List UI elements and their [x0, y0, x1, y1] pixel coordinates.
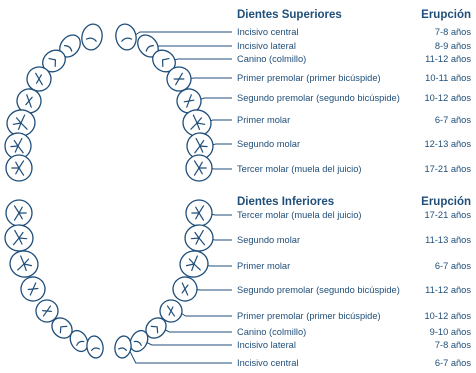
row-label: Canino (colmillo) [237, 325, 306, 339]
row-age: 11-13 años [425, 233, 471, 247]
row-label: Segundo premolar (segundo bicúspide) [237, 91, 400, 105]
row-age: 6-7 años [435, 113, 471, 127]
row-label: Tercer molar (muela del juicio) [237, 208, 362, 222]
lower-row-third-molar: Tercer molar (muela del juicio) 17-21 añ… [237, 208, 471, 222]
row-age: 7-8 años [435, 25, 471, 39]
row-label: Primer premolar (primer bicúspide) [237, 309, 381, 323]
row-age: 10-12 años [424, 309, 471, 323]
row-age: 11-12 años [425, 52, 471, 66]
left-lower-central-incisor-icon [85, 335, 105, 359]
upper-leader-line [186, 78, 232, 79]
right-upper-third-molar-icon [186, 155, 212, 181]
right-lower-second-molar-icon [184, 224, 214, 252]
lower-leader-line [144, 341, 232, 345]
row-age: 11-12 años [425, 283, 471, 297]
row-age: 8-9 años [435, 39, 471, 53]
right-lower-third-molar-icon [186, 200, 212, 226]
lower-row-second-molar: Segundo molar 11-13 años [237, 233, 471, 247]
lower-row-central-incisor: Incisivo central 6-7 años [237, 356, 471, 370]
row-label: Canino (colmillo) [237, 52, 306, 66]
left-upper-central-incisor-icon [80, 22, 105, 52]
upper-title: Dientes Superiores [237, 8, 342, 22]
row-age: 17-21 años [424, 162, 471, 176]
row-age: 7-8 años [435, 338, 471, 352]
row-label: Primer molar [237, 113, 290, 127]
row-label: Tercer molar (muela del juicio) [237, 162, 362, 176]
row-age: 10-12 años [424, 91, 471, 105]
row-label: Incisivo lateral [237, 39, 296, 53]
lower-leader-line [161, 328, 232, 332]
row-label: Incisivo central [237, 356, 299, 370]
row-label: Primer molar [237, 259, 290, 273]
teeth-group [4, 22, 214, 359]
left-lower-first-molar-icon [8, 248, 41, 279]
upper-eruption-header: Erupción [421, 8, 471, 22]
row-label: Primer premolar (primer bicúspide) [237, 71, 381, 85]
upper-row-second-premolar: Segundo premolar (segundo bicúspide) 10-… [237, 91, 471, 105]
upper-row-first-premolar: Primer premolar (primer bicúspide) 10-11… [237, 71, 471, 85]
row-age: 10-11 años [425, 71, 471, 85]
right-upper-central-incisor-icon [114, 22, 139, 52]
lower-leader-line [128, 347, 232, 363]
row-label: Segundo molar [237, 233, 300, 247]
right-lower-first-molar-icon [178, 248, 211, 279]
row-age: 6-7 años [435, 356, 471, 370]
upper-row-central-incisor: Incisivo central 7-8 años [237, 25, 471, 39]
lower-eruption-header: Erupción [421, 195, 471, 209]
lower-leader-line [178, 311, 232, 316]
row-age: 9-10 años [430, 325, 471, 339]
left-lower-third-molar-icon [6, 200, 32, 226]
right-lower-central-incisor-icon [113, 335, 133, 359]
row-label: Incisivo central [237, 25, 299, 39]
upper-leader-line [170, 59, 232, 61]
lower-row-first-molar: Primer molar 6-7 años [237, 259, 471, 273]
row-label: Segundo premolar (segundo bicúspide) [237, 283, 400, 297]
lower-row-lateral-incisor: Incisivo lateral 7-8 años [237, 338, 471, 352]
upper-row-lateral-incisor: Incisivo lateral 8-9 años [237, 39, 471, 53]
row-label: Segundo molar [237, 137, 300, 151]
lower-title: Dientes Inferiores [237, 195, 334, 209]
lower-leader-line [192, 289, 232, 290]
row-age: 6-7 años [435, 259, 471, 273]
lower-row-canine: Canino (colmillo) 9-10 años [237, 325, 471, 339]
upper-row-first-molar: Primer molar 6-7 años [237, 113, 471, 127]
row-age: 12-13 años [424, 137, 471, 151]
row-age: 17-21 años [424, 208, 471, 222]
lower-row-first-premolar: Primer premolar (primer bicúspide) 10-12… [237, 309, 471, 323]
left-lower-second-molar-icon [4, 224, 34, 252]
upper-row-second-molar: Segundo molar 12-13 años [237, 137, 471, 151]
upper-row-canine: Canino (colmillo) 11-12 años [237, 52, 471, 66]
lower-row-second-premolar: Segundo premolar (segundo bicúspide) 11-… [237, 283, 471, 297]
left-upper-third-molar-icon [6, 155, 32, 181]
row-label: Incisivo lateral [237, 338, 296, 352]
upper-row-third-molar: Tercer molar (muela del juicio) 17-21 añ… [237, 162, 471, 176]
